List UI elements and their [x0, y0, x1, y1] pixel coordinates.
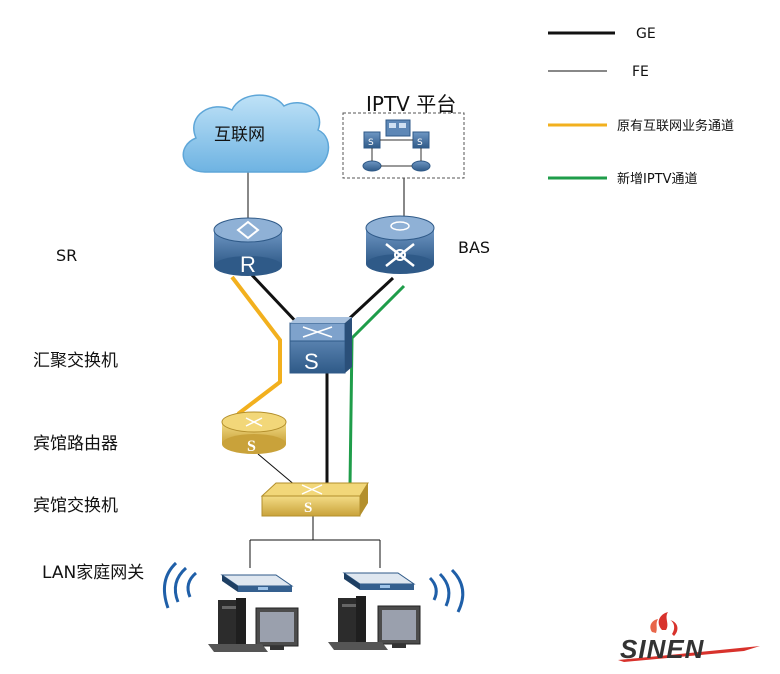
- legend-new-channel-label: 新增IPTV通道: [617, 171, 698, 187]
- legend: GE FE 原有互联网业务通道 新增IPTV通道: [548, 26, 734, 187]
- bas-label: BAS: [458, 238, 490, 257]
- svg-text:S: S: [247, 438, 256, 455]
- svg-text:S: S: [368, 138, 374, 148]
- internet-cloud: 互联网: [182, 94, 330, 173]
- legend-old-channel-label: 原有互联网业务通道: [617, 118, 734, 134]
- iptv-switch-left-icon: S: [363, 131, 381, 149]
- wifi-right-icon: [428, 568, 465, 613]
- svg-text:S: S: [304, 500, 312, 516]
- iptv-platform-label: IPTV 平台: [366, 92, 456, 116]
- lan-gateway-label: LAN家庭网关: [42, 563, 144, 583]
- sr-label: SR: [56, 246, 77, 265]
- bas-icon: [365, 215, 435, 274]
- link-bas-agg-green: [348, 284, 406, 487]
- iptv-platform: IPTV 平台 S S: [342, 92, 465, 179]
- agg-switch-icon: S: [289, 317, 352, 374]
- sinen-logo: SINEN: [618, 612, 760, 664]
- svg-text:SINEN: SINEN: [620, 634, 705, 664]
- link-router-hotel-switch: [257, 453, 297, 487]
- legend-fe-label: FE: [632, 64, 649, 80]
- iptv-server-icon: [385, 119, 411, 137]
- iptv-platform-box: [342, 112, 465, 179]
- hotel-switch-label: 宾馆交换机: [33, 496, 118, 516]
- agg-switch-label: 汇聚交换机: [33, 351, 118, 371]
- iptv-switch-right-icon: S: [412, 131, 430, 149]
- home-gateway-left-icon: [220, 574, 294, 592]
- pc-left-icon: [208, 598, 299, 652]
- svg-text:R: R: [240, 252, 256, 277]
- sr-router-icon: R: [213, 217, 283, 277]
- svg-text:S: S: [304, 349, 319, 374]
- link-sr-agg-black: [248, 271, 302, 328]
- hotel-switch-icon: S: [260, 482, 369, 517]
- legend-ge-label: GE: [636, 26, 656, 42]
- internet-label: 互联网: [214, 125, 265, 145]
- pc-right-icon: [328, 596, 421, 650]
- home-gateway-right-icon: [342, 572, 416, 590]
- wifi-left-icon: [162, 561, 198, 609]
- link-sr-agg-yellow: [230, 275, 282, 416]
- iptv-router-left-icon: [362, 160, 382, 172]
- iptv-router-right-icon: [411, 160, 431, 172]
- hotel-router-icon: S: [221, 411, 287, 455]
- svg-text:S: S: [417, 138, 423, 148]
- hotel-router-label: 宾馆路由器: [33, 434, 118, 454]
- links: [230, 172, 406, 568]
